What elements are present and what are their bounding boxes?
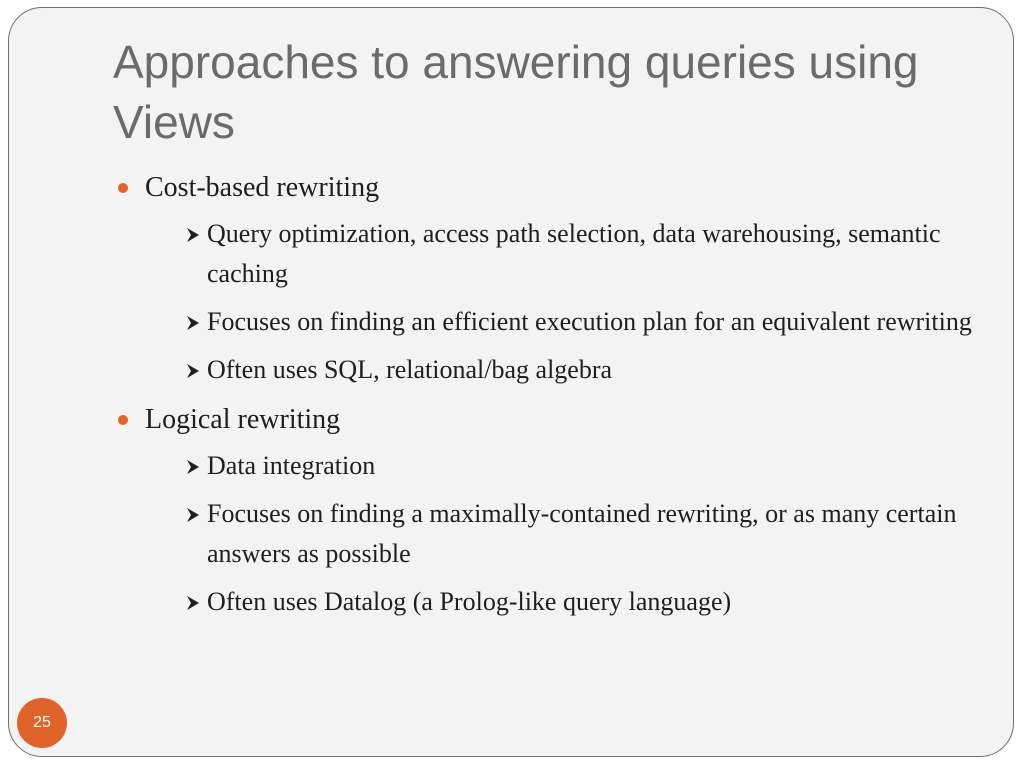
sub-bullet-item: Often uses SQL, relational/bag algebra [177, 350, 993, 390]
arrow-bullet-icon [187, 364, 199, 378]
page-number-badge: 25 [17, 698, 67, 748]
sub-bullet-text: Focuses on finding an efficient executio… [207, 307, 972, 336]
bullet-item: Logical rewriting Data integration Focus… [113, 400, 993, 622]
sub-bullet-text: Often uses Datalog (a Prolog-like query … [207, 587, 732, 616]
sub-bullet-text: Focuses on finding a maximally-contained… [207, 499, 957, 568]
sub-bullet-list: Data integration Focuses on finding a ma… [145, 446, 993, 622]
bullet-list: Cost-based rewriting Query optimization,… [113, 168, 993, 622]
bullet-dot-icon [118, 183, 128, 193]
sub-bullet-item: Query optimization, access path selectio… [177, 214, 993, 294]
bullet-item: Cost-based rewriting Query optimization,… [113, 168, 993, 390]
slide-content: Cost-based rewriting Query optimization,… [113, 168, 993, 632]
sub-bullet-item: Often uses Datalog (a Prolog-like query … [177, 582, 993, 622]
slide: Approaches to answering queries using Vi… [8, 7, 1014, 757]
sub-bullet-list: Query optimization, access path selectio… [145, 214, 993, 390]
bullet-dot-icon [118, 415, 128, 425]
sub-bullet-item: Data integration [177, 446, 993, 486]
arrow-bullet-icon [187, 508, 199, 522]
arrow-bullet-icon [187, 460, 199, 474]
arrow-bullet-icon [187, 228, 199, 242]
bullet-text: Cost-based rewriting [145, 172, 380, 203]
slide-title: Approaches to answering queries using Vi… [113, 36, 919, 148]
bullet-text: Logical rewriting [145, 404, 341, 435]
arrow-bullet-icon [187, 316, 199, 330]
sub-bullet-text: Data integration [207, 451, 376, 480]
page-number: 25 [33, 714, 51, 731]
sub-bullet-text: Often uses SQL, relational/bag algebra [207, 355, 613, 384]
sub-bullet-text: Query optimization, access path selectio… [207, 219, 941, 288]
sub-bullet-item: Focuses on finding a maximally-contained… [177, 494, 993, 574]
sub-bullet-item: Focuses on finding an efficient executio… [177, 302, 993, 342]
arrow-bullet-icon [187, 596, 199, 610]
